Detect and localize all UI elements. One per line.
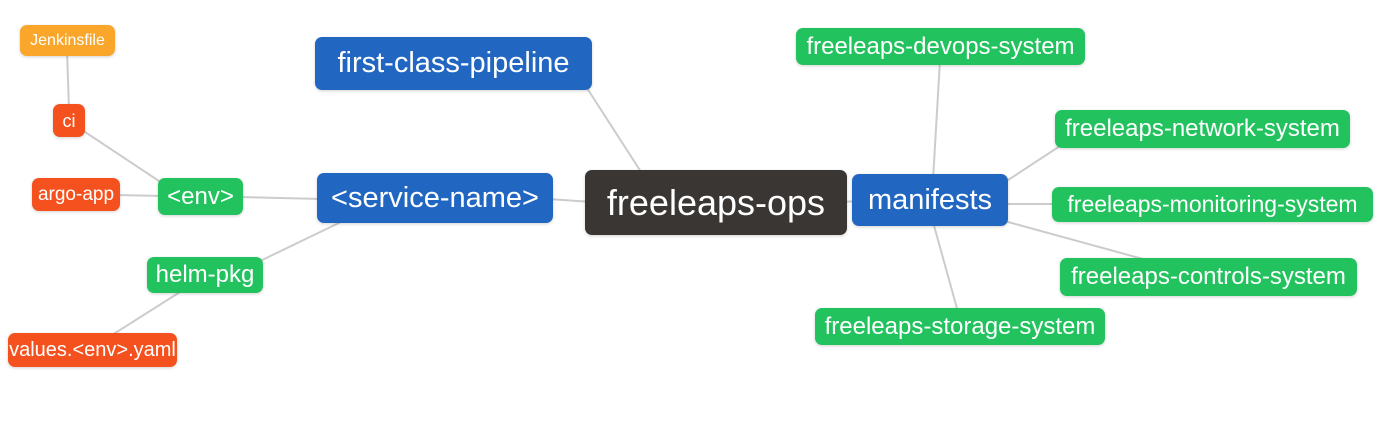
edge-values-env-yaml--helm-pkg — [111, 291, 181, 336]
edge-helm-pkg--service-name — [257, 219, 346, 263]
edge-ci--env — [81, 129, 166, 186]
node-manifests[interactable]: manifests — [852, 174, 1008, 226]
node-freeleaps-devops-system[interactable]: freeleaps-devops-system — [796, 28, 1085, 65]
node-service-name[interactable]: <service-name> — [317, 173, 553, 223]
node-helm-pkg[interactable]: helm-pkg — [147, 257, 263, 293]
node-freeleaps-controls-system[interactable]: freeleaps-controls-system — [1060, 258, 1357, 296]
edge-manifests--freeleaps-network-system — [1004, 145, 1061, 183]
edge-manifests--freeleaps-storage-system — [932, 221, 959, 313]
edge-manifests--freeleaps-controls-system — [1007, 221, 1144, 260]
node-ci[interactable]: ci — [53, 104, 85, 137]
node-values-env-yaml[interactable]: values.<env>.yaml — [8, 333, 177, 367]
edge-argo-app--env — [114, 194, 166, 197]
node-first-class-pipeline[interactable]: first-class-pipeline — [315, 37, 592, 90]
node-env[interactable]: <env> — [158, 178, 243, 215]
node-freeleaps-network-system[interactable]: freeleaps-network-system — [1055, 110, 1350, 148]
edge-manifests--freeleaps-devops-system — [932, 59, 941, 181]
node-freeleaps-storage-system[interactable]: freeleaps-storage-system — [815, 308, 1105, 345]
edge-service-name--root — [547, 198, 593, 203]
node-freeleaps-monitoring-system[interactable]: freeleaps-monitoring-system — [1052, 187, 1373, 222]
edge-env--service-name — [237, 196, 323, 200]
node-jenkinsfile[interactable]: Jenkinsfile — [20, 25, 115, 56]
node-root[interactable]: freeleaps-ops — [585, 170, 847, 235]
node-argo-app[interactable]: argo-app — [32, 178, 120, 211]
edge-first-class-pipeline--root — [584, 84, 644, 176]
edge-jenkinsfile--ci — [66, 49, 70, 111]
